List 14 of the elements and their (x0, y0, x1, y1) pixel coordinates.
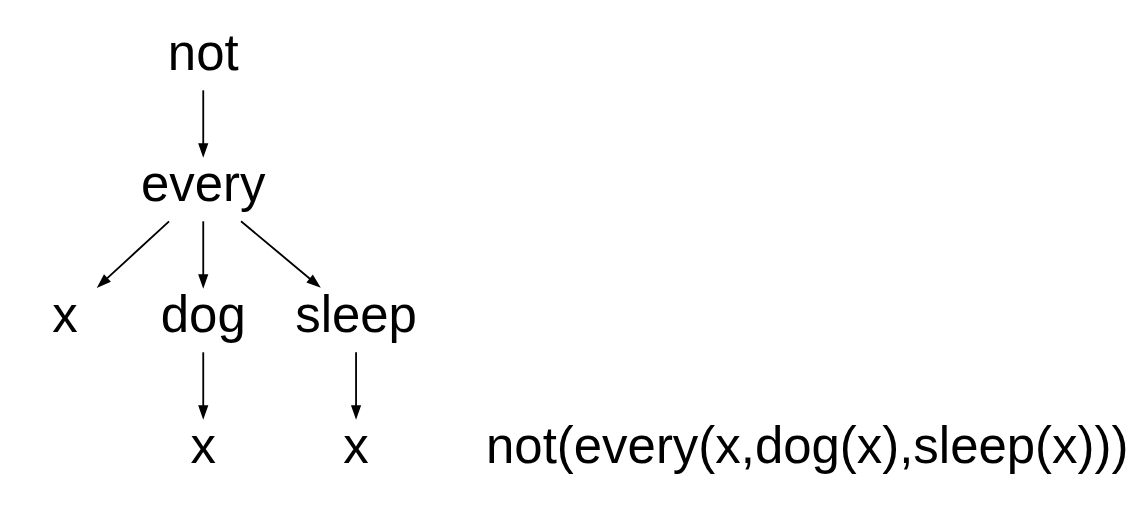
arrow (240, 219, 321, 288)
arrow (198, 219, 209, 289)
node-text: dog (160, 285, 246, 343)
arrow (198, 88, 209, 158)
node-text: x (190, 416, 216, 474)
label: not(every(x,dog(x),sleep(x))) (486, 416, 1129, 474)
node-text: sleep (295, 285, 417, 343)
arrow (350, 350, 362, 420)
node-text: x (52, 285, 78, 343)
arrow (198, 350, 209, 420)
node-text: not (167, 23, 239, 81)
arrow (96, 219, 170, 288)
node-text: x (343, 416, 369, 474)
node-text: every (140, 154, 266, 212)
